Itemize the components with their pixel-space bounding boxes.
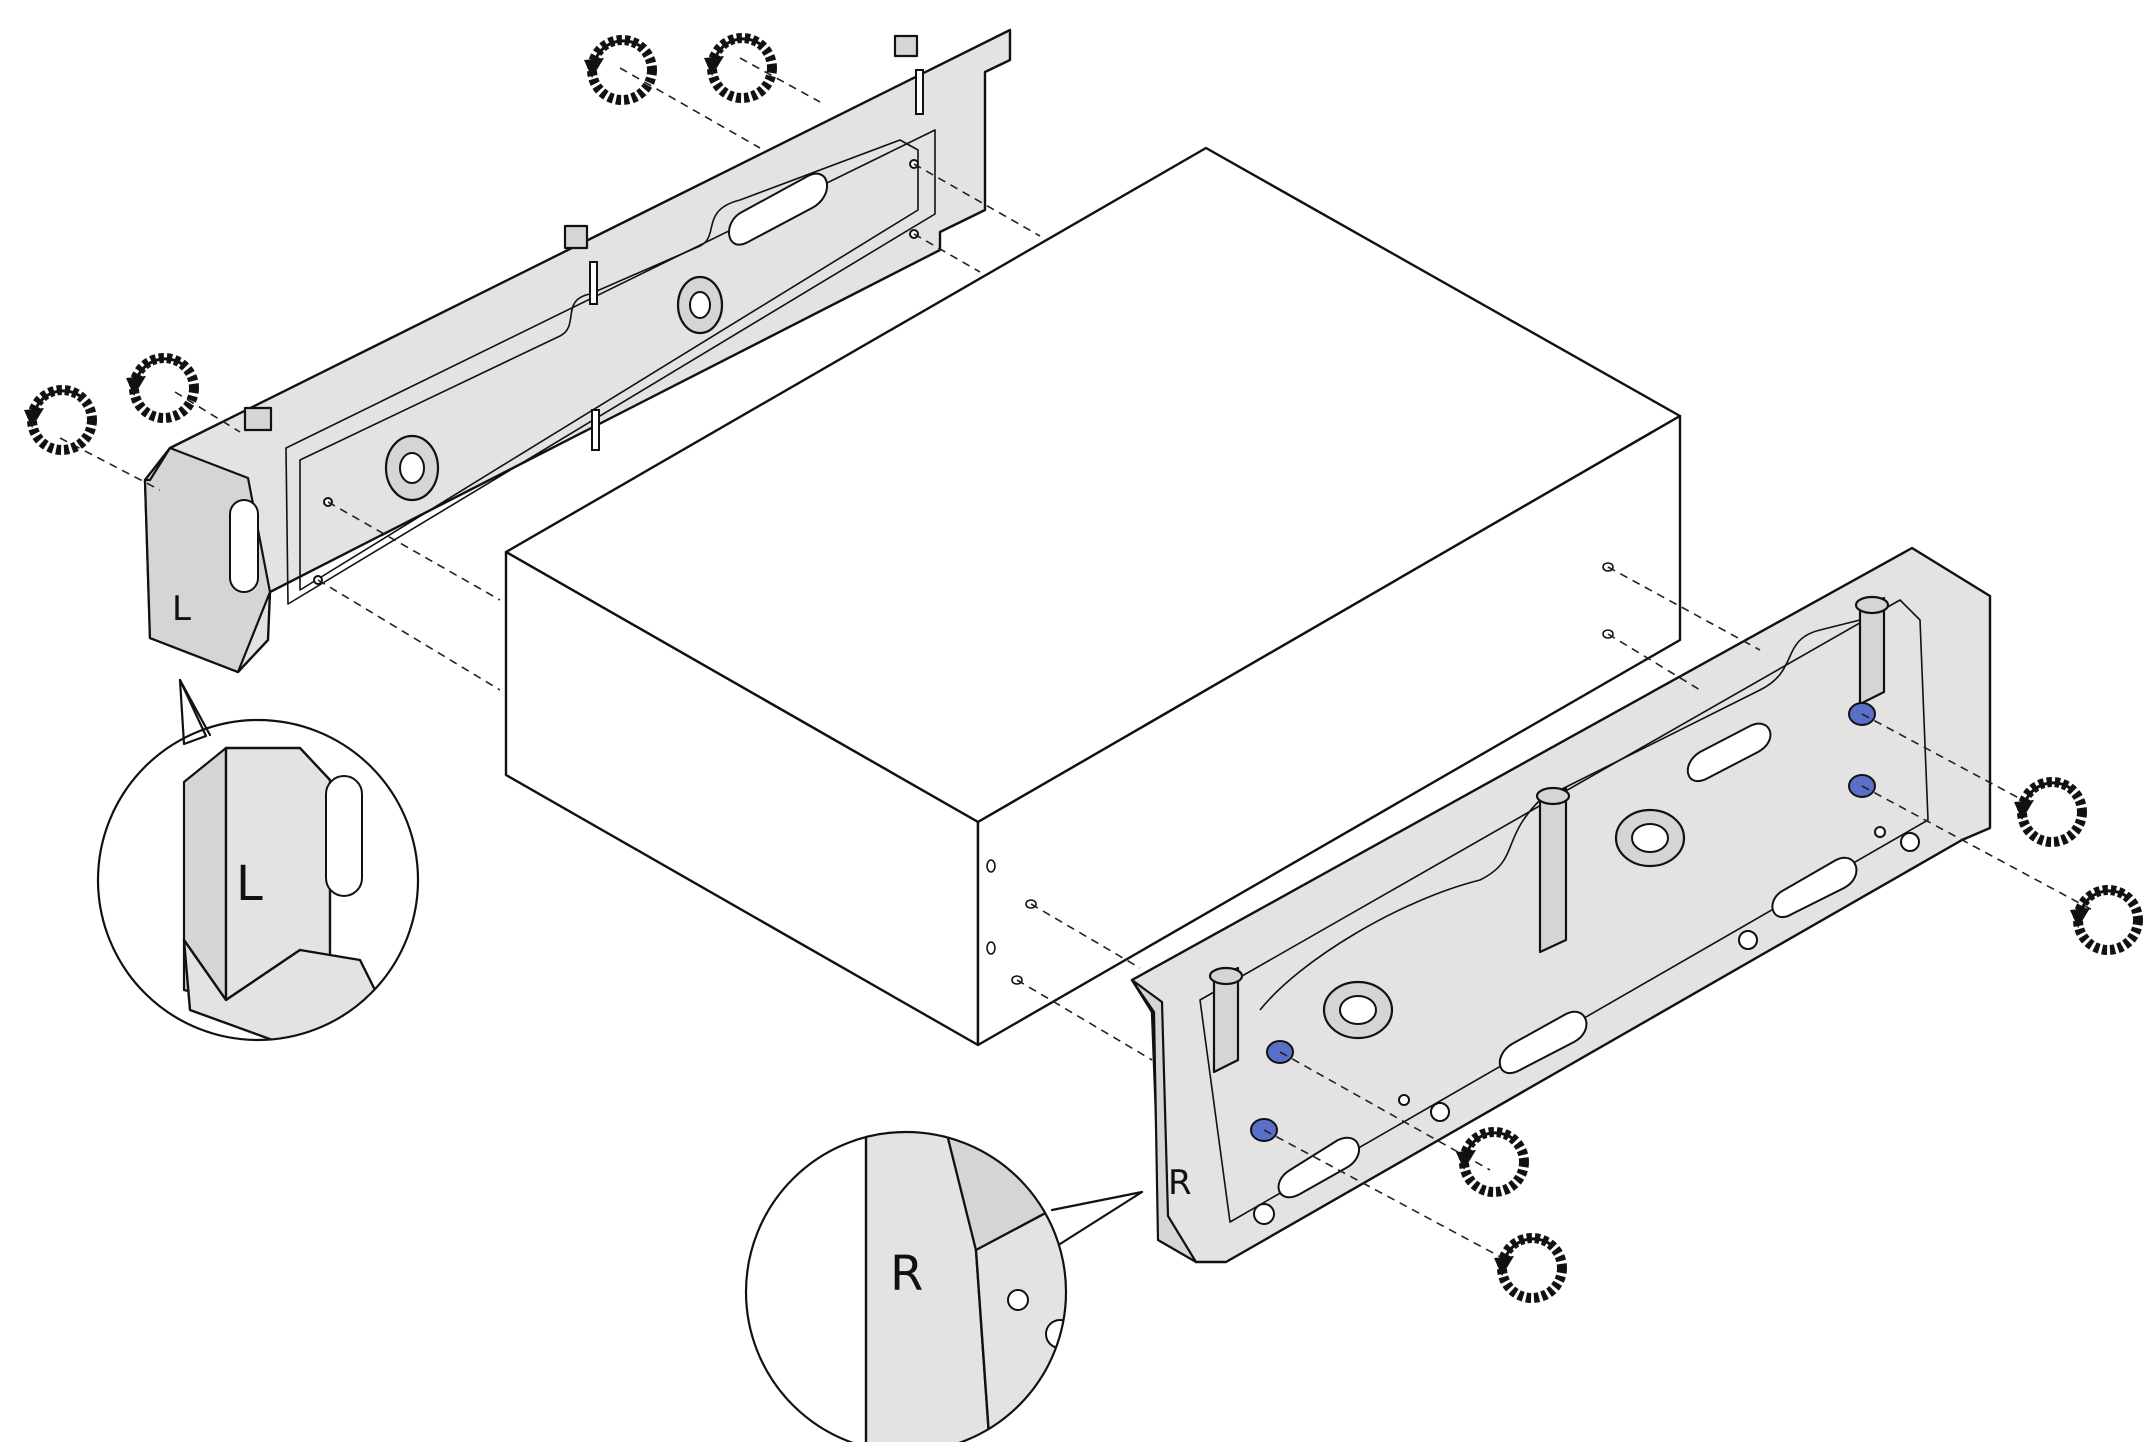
- left-callout: L: [96, 678, 420, 1042]
- rotate-counterclockwise-icon: [24, 390, 92, 450]
- left-bracket-boss-1: [384, 434, 440, 502]
- left-bracket-slot: [229, 499, 259, 593]
- right-callout: R: [744, 1130, 1144, 1442]
- left-bracket: L: [143, 28, 1012, 674]
- rotate-counterclockwise-icon: [1494, 1238, 1562, 1298]
- right-alignment-lines: [1016, 566, 2097, 1263]
- rotate-counterclockwise-icon: [1456, 1132, 1524, 1192]
- left-callout-label: L: [236, 856, 263, 912]
- right-bracket-post-3: [1854, 595, 1890, 706]
- chassis-holes-front: [986, 562, 1614, 985]
- right-callout-label: R: [890, 1246, 923, 1302]
- rotate-counterclockwise-icon: [2014, 782, 2082, 842]
- rotate-counterclockwise-icon: [126, 358, 194, 418]
- rotate-counterclockwise-icon: [2070, 890, 2138, 950]
- right-bracket-label: R: [1168, 1163, 1192, 1203]
- right-bracket-post-2: [1535, 786, 1571, 954]
- left-bracket-boss-2: [676, 275, 724, 335]
- left-alignment-lines: [59, 57, 1041, 691]
- right-bracket-post-1: [1208, 966, 1244, 1074]
- left-bracket-label: L: [172, 589, 191, 629]
- rotate-counterclockwise-icon: [584, 40, 652, 100]
- rotate-counterclockwise-icon: [704, 38, 772, 98]
- right-bracket: R: [1130, 546, 1992, 1264]
- server-chassis: [504, 146, 1682, 1047]
